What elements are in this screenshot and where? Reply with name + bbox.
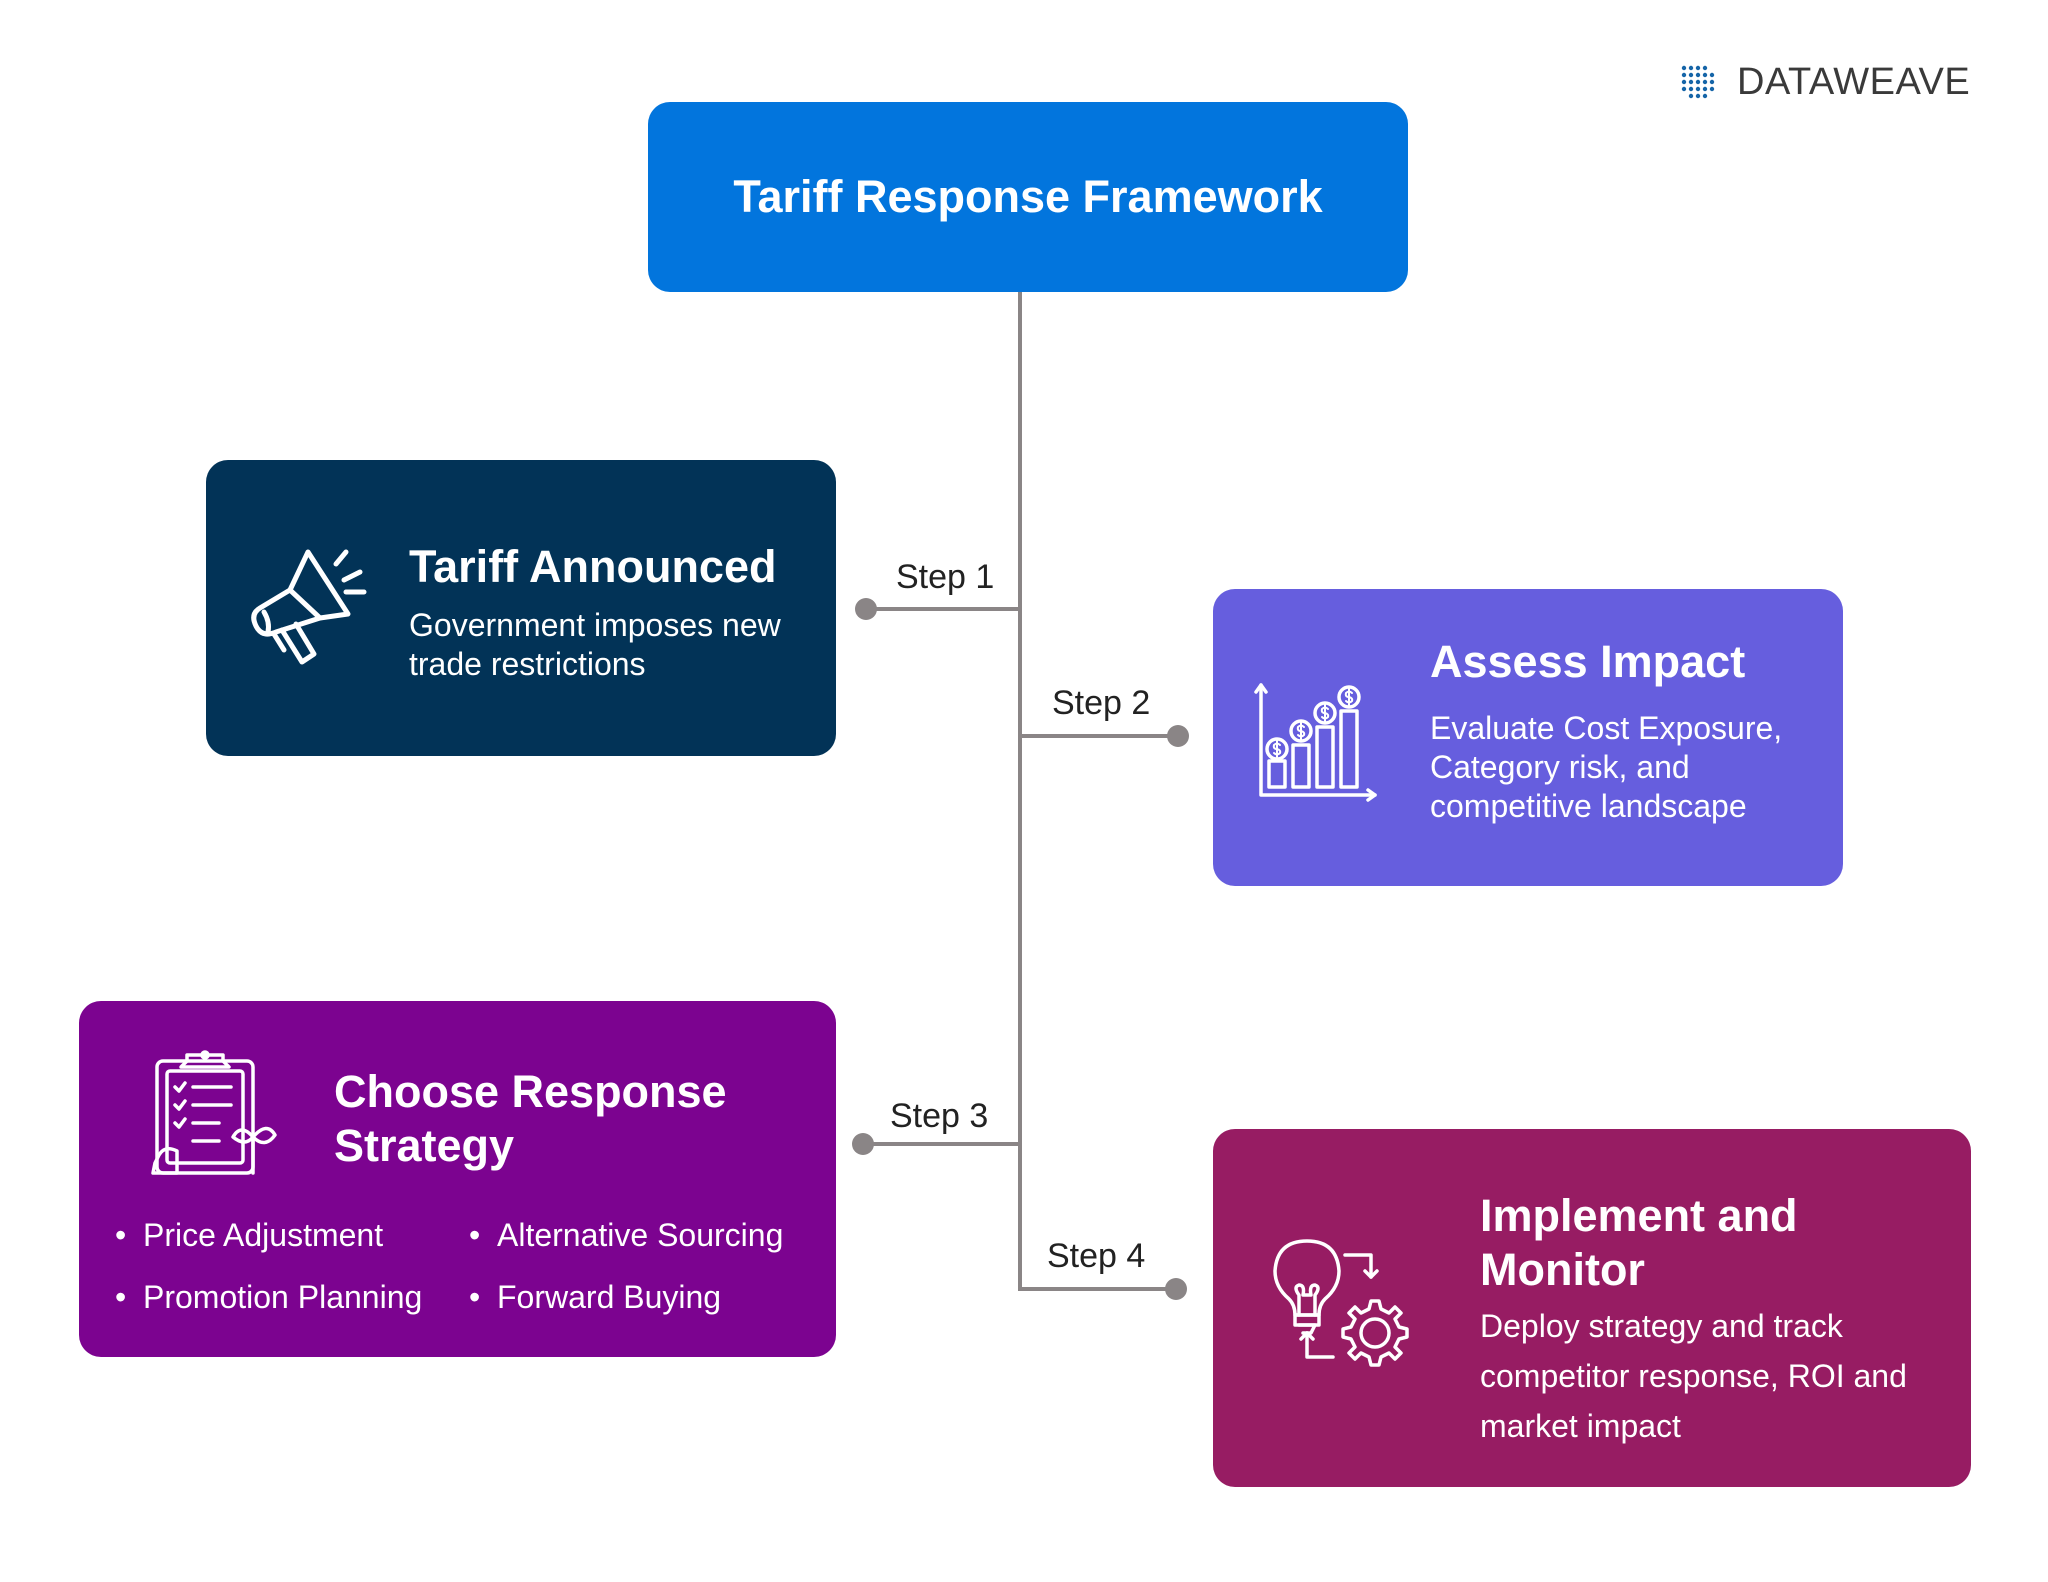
dataweave-logo-icon [1680,64,1716,100]
step4-card: Implement and Monitor Deploy strategy an… [1213,1129,1971,1487]
bar-chart-dollar-icon [1254,683,1381,803]
step1-title: Tariff Announced [409,541,777,592]
step3-dot [852,1133,874,1155]
lightbulb-gear-icon [1271,1239,1411,1379]
header-box: Tariff Response Framework [648,102,1408,292]
step3-label: Step 3 [890,1097,989,1135]
step3-card: Choose Response Strategy Price Adjustmen… [79,1001,836,1357]
step3-title: Choose Response Strategy [334,1066,727,1171]
step1-label: Step 1 [896,558,995,596]
step2-title: Assess Impact [1430,636,1746,687]
step1-description: Government imposes new trade restriction… [409,607,781,682]
bullet-item: Price Adjustment [115,1217,383,1254]
brand-name: DATAWEAVE [1737,61,1971,103]
step2-label: Step 2 [1052,684,1151,722]
step1-dot [855,598,877,620]
step2-dot [1167,725,1189,747]
step2-card: Assess Impact Evaluate Cost Exposure, Ca… [1213,589,1843,886]
step4-label: Step 4 [1047,1237,1146,1275]
clipboard-checklist-icon [149,1050,279,1177]
page-title: Tariff Response Framework [733,171,1323,222]
megaphone-icon [246,548,376,678]
bullet-item: Forward Buying [469,1279,721,1316]
step4-description: Deploy strategy and track competitor res… [1480,1308,1907,1444]
step4-title: Implement and Monitor [1480,1190,1798,1295]
step2-description: Evaluate Cost Exposure, Category risk, a… [1430,710,1783,824]
step4-dot [1165,1278,1187,1300]
bullet-item: Promotion Planning [115,1279,422,1316]
brand-logo: DATAWEAVE [1680,60,1980,104]
step1-card: Tariff Announced Government imposes new … [206,460,836,756]
bullet-item: Alternative Sourcing [469,1217,783,1254]
